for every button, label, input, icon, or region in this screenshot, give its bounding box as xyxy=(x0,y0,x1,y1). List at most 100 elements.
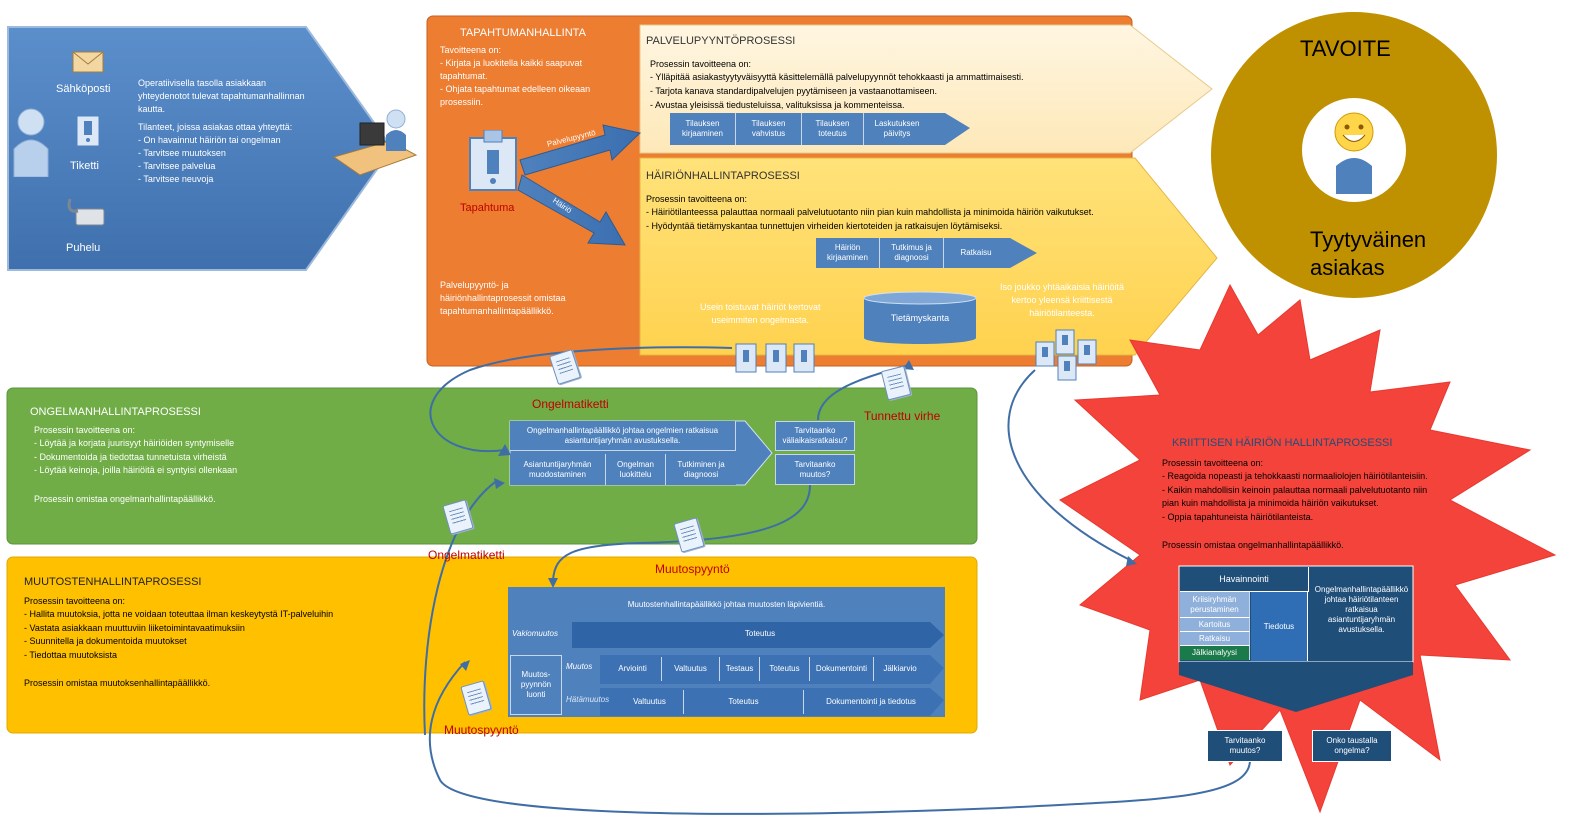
critical-goals: - Reagoida nopeasti ja tehokkaasti norma… xyxy=(1162,471,1428,522)
service-arrow-shape xyxy=(519,124,642,176)
event-goals-title: Tavoitteena on: xyxy=(440,45,502,55)
change-owner: Prosessin omistaa muutoksenhallintapääll… xyxy=(24,678,211,688)
problem-goals: - Löytää ja korjata juurisyyt häiriöiden… xyxy=(34,438,238,475)
muutos-arrow xyxy=(600,655,944,684)
situation-item: - Tarvitsee muutoksen xyxy=(138,148,226,158)
critical-q-problem: Onko taustalla ongelma? xyxy=(1312,730,1392,762)
curve-incident-to-problem xyxy=(429,346,733,453)
hata-step: Valtuutus xyxy=(616,690,684,714)
situation-item: - Tarvitsee palvelua xyxy=(138,161,216,171)
critical-item: Kartoitus xyxy=(1180,618,1250,632)
flow-label-known-error: Tunnettu virhe xyxy=(864,409,941,423)
problem-steps: Asiantuntijaryhmän muodostaminen Ongelma… xyxy=(510,454,736,485)
vakio-arrow xyxy=(572,622,944,648)
hata-row-label: Hätämuutos xyxy=(566,695,610,704)
email-icon xyxy=(72,44,104,74)
incident-note-left: Usein toistuvat häiriöt kertovat useimmi… xyxy=(700,302,821,325)
customer-panel-shape xyxy=(7,26,394,271)
goal-title: TAVOITE xyxy=(1300,36,1391,61)
vakio-step: Toteutus xyxy=(744,629,776,638)
knowledge-base-label: Tietämyskanta xyxy=(890,313,950,323)
person-icon xyxy=(12,105,50,178)
incident-steps: Häiriön kirjaaminen Tutkimus ja diagnoos… xyxy=(816,238,1008,268)
incident-arrow-shape xyxy=(517,174,626,246)
situations-title: Tilanteet, joissa asiakas ottaa yhteyttä… xyxy=(138,122,293,132)
event-label: Tapahtuma xyxy=(460,202,515,214)
situation-item: - On havainnut häiriön tai ongelman xyxy=(138,135,281,145)
channel-ticket-label: Tiketti xyxy=(70,160,99,172)
smiley-icon xyxy=(1326,110,1382,194)
critical-goals-title: Prosessin tavoitteena on: xyxy=(1162,458,1264,468)
service-request-title: PALVELUPYYNTÖPROSESSI xyxy=(646,35,796,47)
incident-goals: - Häiriötilanteessa palauttaa normaali p… xyxy=(646,207,1094,231)
hata-steps: Valtuutus Toteutus Dokumentointi ja tied… xyxy=(616,690,938,714)
muutos-steps: Arviointi Valtuutus Testaus Toteutus Dok… xyxy=(604,657,926,681)
muutos-step: Dokumentointi xyxy=(810,657,874,681)
phone-icon xyxy=(66,195,106,227)
service-goals-title: Prosessin tavoitteena on: xyxy=(650,59,752,69)
critical-item: Jälkianalyysi xyxy=(1180,646,1250,660)
incident-step: Tutkimus ja diagnoosi xyxy=(880,238,944,268)
muutos-step: Testaus xyxy=(720,657,760,681)
situations-list: - On havainnut häiriön tai ongelman - Ta… xyxy=(138,134,281,186)
muutos-step: Jälkiarvio xyxy=(883,664,917,673)
service-step: Tilauksen toteutus xyxy=(802,113,864,145)
critical-item: Kriisiryhmän perustaminen xyxy=(1180,592,1250,618)
flow-label-problem-ticket-bottom: Ongelmatiketti xyxy=(428,548,505,562)
critical-item: Ratkaisu xyxy=(1180,632,1250,646)
hata-step: Toteutus xyxy=(684,690,804,714)
change-goals: - Hallita muutoksia, jotta ne voidaan to… xyxy=(24,609,334,660)
incident-docs-icon xyxy=(734,340,818,376)
incident-title: HÄIRIÖNHALLINTAPROSESSI xyxy=(646,170,800,182)
problem-title: ONGELMANHALLINTAPROSESSI xyxy=(30,406,201,418)
vakio-row-label: Vakiomuutos xyxy=(512,629,558,638)
critical-inform: Tiedotus xyxy=(1251,592,1308,661)
change-goals-title: Prosessin tavoitteena on: xyxy=(24,596,126,606)
flow-label-change-request-bottom: Muutospyyntö xyxy=(444,723,519,737)
event-doc-icon xyxy=(468,129,520,192)
incident-step: Ratkaisu xyxy=(944,238,1008,268)
flow-label-problem-ticket-top: Ongelmatiketti xyxy=(532,397,609,411)
problem-step: Asiantuntijaryhmän muodostaminen xyxy=(510,454,606,485)
critical-observe: Havainnointi xyxy=(1180,567,1309,592)
critical-docs-icon xyxy=(1034,328,1100,382)
curve-ticket-bottom xyxy=(423,479,499,736)
hata-step: Dokumentointi ja tiedotus xyxy=(826,697,916,706)
knowledge-base-cylinder xyxy=(863,291,977,344)
event-mgmt-title: TAPAHTUMANHALLINTA xyxy=(460,27,586,39)
muutos-step: Arviointi xyxy=(604,657,662,681)
problem-lead: Ongelmanhallintapäällikkö johtaa ongelmi… xyxy=(510,421,736,451)
incident-goals-title: Prosessin tavoitteena on: xyxy=(646,194,748,204)
problem-goals-title: Prosessin tavoitteena on: xyxy=(34,425,136,435)
curve-incident-to-critical xyxy=(1007,369,1131,561)
problem-q-change: Tarvitaanko muutos? xyxy=(775,454,855,485)
curve-problem-to-change xyxy=(552,484,811,581)
service-steps: Tilauksen kirjaaminen Tilauksen vahvistu… xyxy=(670,113,930,145)
service-step: Tilauksen vahvistus xyxy=(736,113,802,145)
incident-note-right: Iso joukko yhtäaikaisia häiriöitä kertoo… xyxy=(1000,282,1125,318)
change-creation: Muutos- pyynnön luonti xyxy=(510,655,562,715)
muutos-step: Toteutus xyxy=(760,657,810,681)
critical-q-change: Tarvitaanko muutos? xyxy=(1207,730,1283,762)
service-step: Tilauksen kirjaaminen xyxy=(670,113,736,145)
service-step: Laskutuksen päivitys xyxy=(864,113,930,145)
critical-items: Kriisiryhmän perustaminen Kartoitus Ratk… xyxy=(1180,592,1250,660)
problem-owner: Prosessin omistaa ongelmanhallintapäälli… xyxy=(34,494,216,504)
change-title: MUUTOSTENHALLINTAPROSESSI xyxy=(24,576,202,588)
service-goals: - Ylläpitää asiakastyytyväisyyttä käsitt… xyxy=(650,72,1024,110)
change-lead: Muutostenhallintapäällikkö johtaa muutos… xyxy=(627,599,826,609)
critical-owner: Prosessin omistaa ongelmanhallintapäälli… xyxy=(1162,540,1344,550)
channel-email-label: Sähköposti xyxy=(56,83,111,95)
problem-step: Tutkiminen ja diagnoosi xyxy=(666,454,736,485)
problem-step: Ongelman luokittelu xyxy=(606,454,666,485)
goal-subtitle: Tyytyväinen asiakas xyxy=(1310,227,1427,280)
problem-q-workaround: Tarvitaanko väliaikaisratkaisu? xyxy=(775,421,855,451)
muutos-row-label: Muutos xyxy=(566,662,593,671)
curve-critical-to-change xyxy=(428,661,1251,815)
hata-arrow xyxy=(600,688,944,716)
event-goals: - Kirjata ja luokitella kaikki saapuvat … xyxy=(440,58,591,107)
incident-step: Häiriön kirjaaminen xyxy=(816,238,880,268)
situation-item: - Tarvitsee neuvoja xyxy=(138,174,214,184)
channel-phone-label: Puhelu xyxy=(66,242,101,254)
critical-title: KRIITTISEN HÄIRIÖN HALLINTAPROSESSI xyxy=(1172,437,1393,449)
